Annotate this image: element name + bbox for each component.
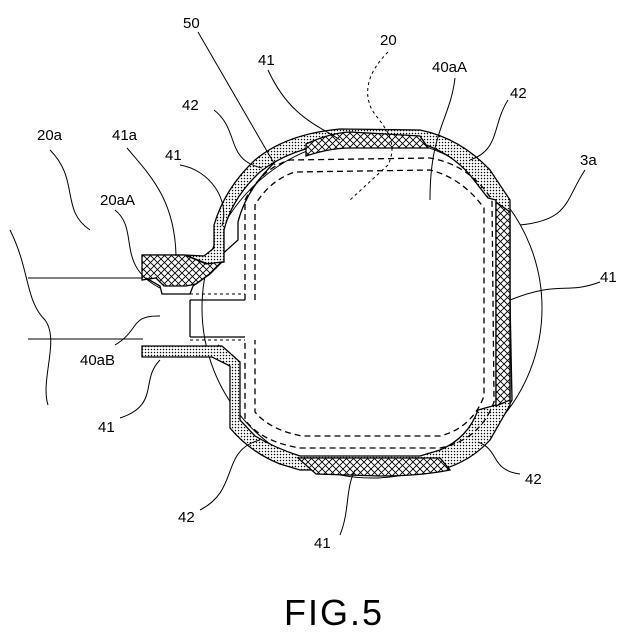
hatch-band-bottom-41 <box>298 458 450 476</box>
leader-42-bottomright <box>478 442 520 474</box>
label-42-topleft: 42 <box>182 97 199 114</box>
leader-3a <box>520 170 585 225</box>
label-41-bottomleft: 41 <box>98 419 115 436</box>
label-20a: 20a <box>37 127 63 144</box>
label-41-bottom: 41 <box>314 535 331 552</box>
leader-42-topright <box>470 100 508 160</box>
leader-41-top <box>268 70 340 140</box>
label-41-top: 41 <box>258 52 275 69</box>
label-41-left: 41 <box>165 147 182 164</box>
label-50: 50 <box>183 15 200 32</box>
figure-caption: FIG.5 <box>284 592 384 633</box>
hatch-band-right-41 <box>496 202 510 406</box>
label-40aA: 40aA <box>432 59 467 76</box>
label-20: 20 <box>380 32 397 49</box>
leader-20-dotted <box>350 52 392 200</box>
label-3a: 3a <box>580 152 597 169</box>
label-40aB: 40aB <box>80 352 115 369</box>
leader-42-topleft <box>214 110 262 168</box>
leader-41-bottomleft <box>120 360 160 418</box>
leader-20a <box>50 150 90 230</box>
leader-41-right <box>510 282 600 300</box>
label-41a: 41a <box>112 127 138 144</box>
dashed-inner-inner <box>255 170 484 436</box>
shell-outline <box>218 135 512 462</box>
label-42-topright: 42 <box>510 85 527 102</box>
label-42-bottomright: 42 <box>525 471 542 488</box>
wire-squiggle-left <box>10 230 51 405</box>
label-41-right: 41 <box>600 269 617 286</box>
leader-42-bottomleft <box>200 440 260 510</box>
leader-41-bottom <box>340 470 355 535</box>
label-42-bottomleft: 42 <box>178 509 195 526</box>
dashed-inner-outer <box>245 158 494 448</box>
label-20aA: 20aA <box>100 192 135 209</box>
leader-40aB <box>115 316 160 345</box>
